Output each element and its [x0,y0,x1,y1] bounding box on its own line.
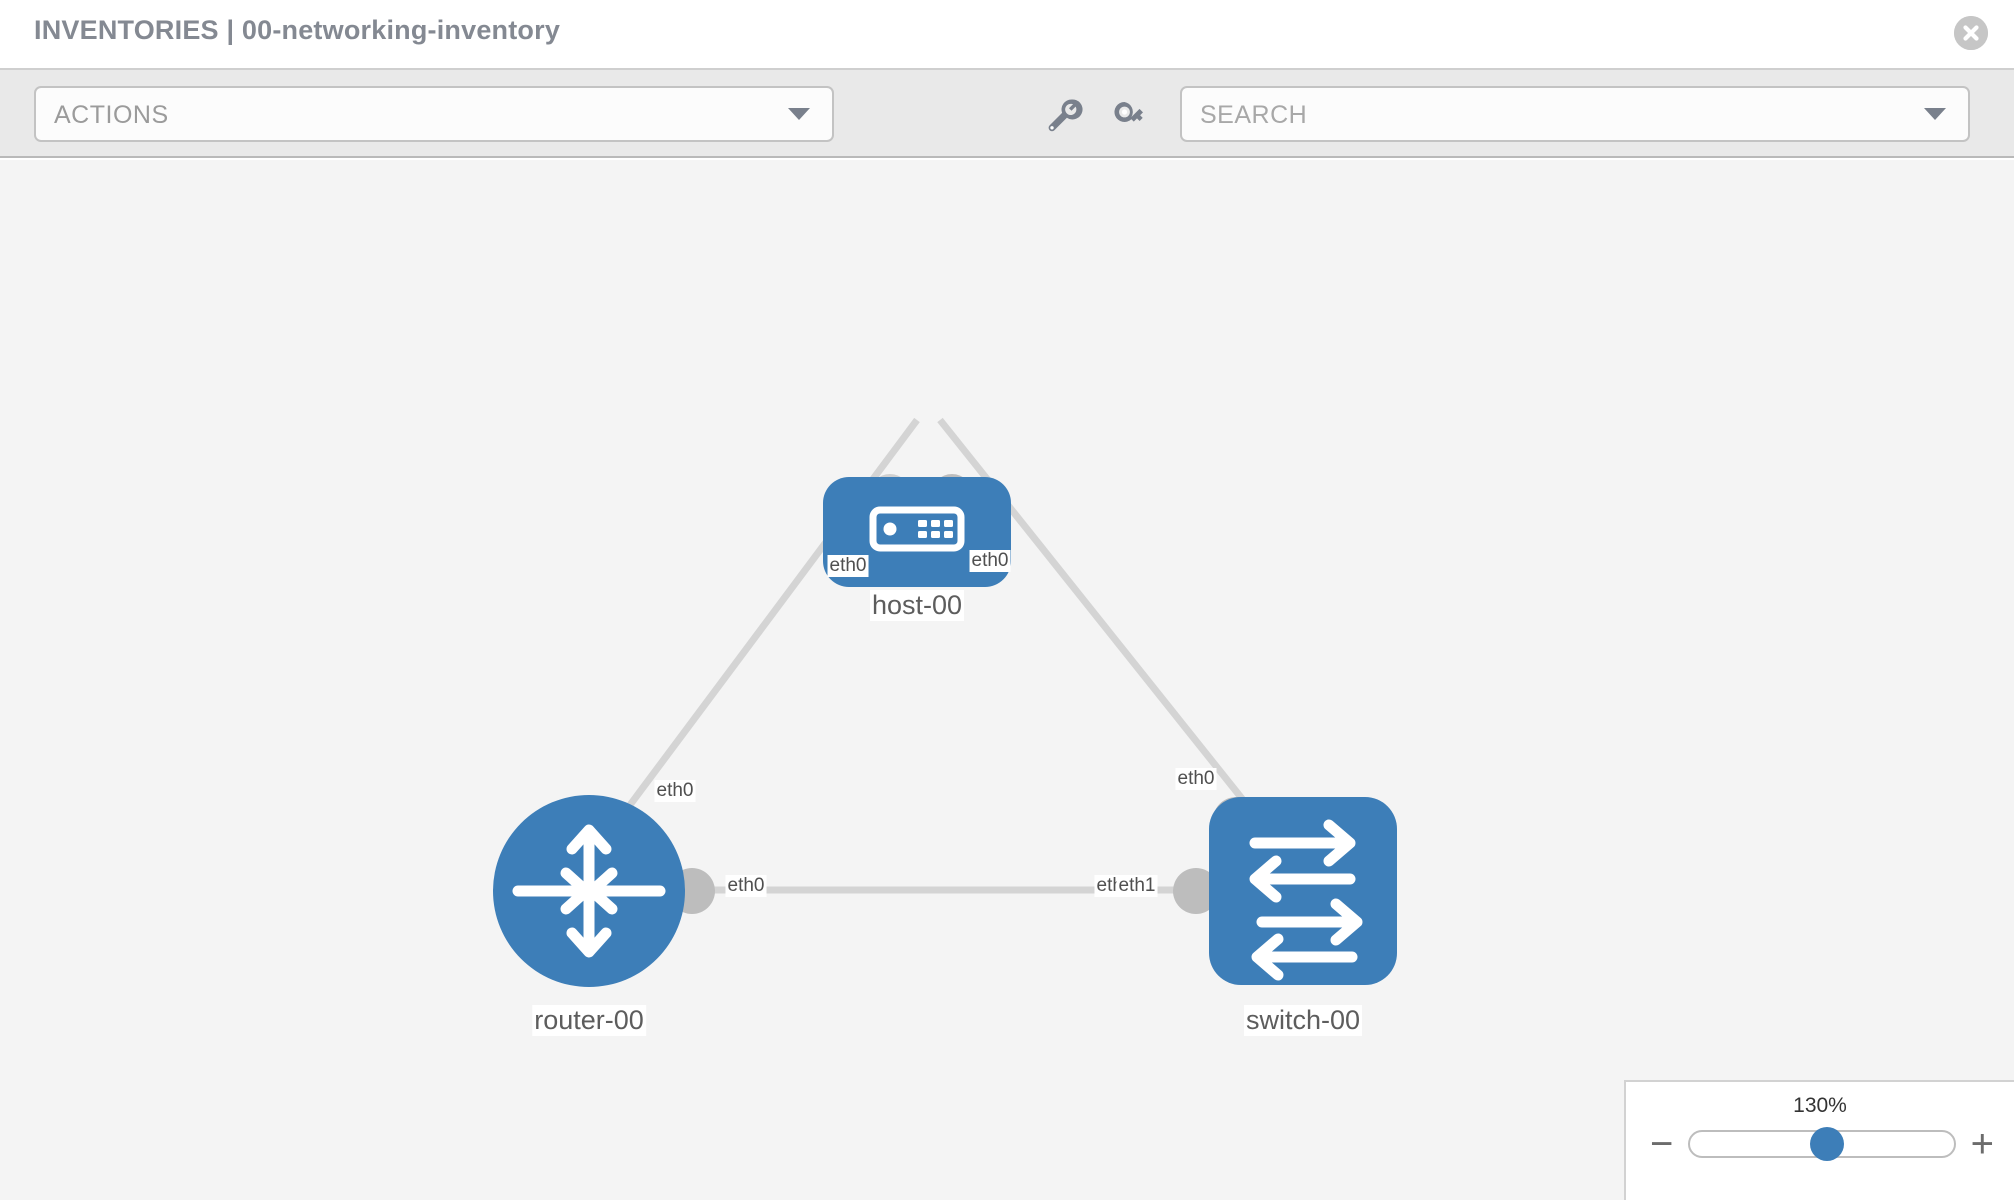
key-icon[interactable] [1108,92,1152,136]
node-switch-00[interactable] [1209,797,1397,985]
router-arrows-icon [512,824,666,958]
iface-label: eth0 [725,875,767,897]
search-input[interactable]: SEARCH [1180,86,1970,142]
iface-label: eth0 [827,555,869,577]
zoom-slider-thumb[interactable] [1810,1127,1845,1161]
iface-label: eth0 [654,780,696,802]
topology-canvas[interactable]: eth0 eth0 eth0 eth0 eth0 eth0 eth1 host-… [0,160,2014,1200]
toolbar: ACTIONS SEARCH [0,68,2014,158]
actions-dropdown-label: ACTIONS [54,101,169,129]
zoom-slider[interactable] [1688,1127,1956,1161]
chevron-down-icon [788,108,810,120]
node-router-00[interactable] [493,795,685,987]
actions-dropdown[interactable]: ACTIONS [34,86,834,142]
server-icon [869,506,965,552]
node-label-router-00: router-00 [532,1005,646,1036]
iface-label: eth0 [1175,768,1217,790]
search-placeholder: SEARCH [1200,101,1308,129]
minus-icon[interactable]: − [1650,1122,1674,1166]
chevron-down-icon[interactable] [1924,108,1946,120]
plus-icon[interactable]: + [1970,1122,1994,1166]
node-label-host-00: host-00 [869,590,965,621]
switch-arrows-icon [1249,819,1363,981]
port-switch00-eth1[interactable] [1173,868,1219,914]
topology-graph [493,417,1397,987]
page-header: INVENTORIES | 00-networking-inventory [0,0,2014,68]
node-host-00[interactable] [823,477,1011,587]
iface-label: eth0 [969,550,1011,572]
zoom-control: 130% − + [1624,1080,2014,1200]
node-label-switch-00: switch-00 [1243,1005,1363,1036]
close-icon[interactable] [1954,16,1988,50]
iface-label: eth1 [1116,875,1158,897]
page-title: INVENTORIES | 00-networking-inventory [34,15,561,45]
zoom-level-value: 130% [1793,1094,1847,1117]
wrench-icon[interactable] [1040,92,1084,136]
